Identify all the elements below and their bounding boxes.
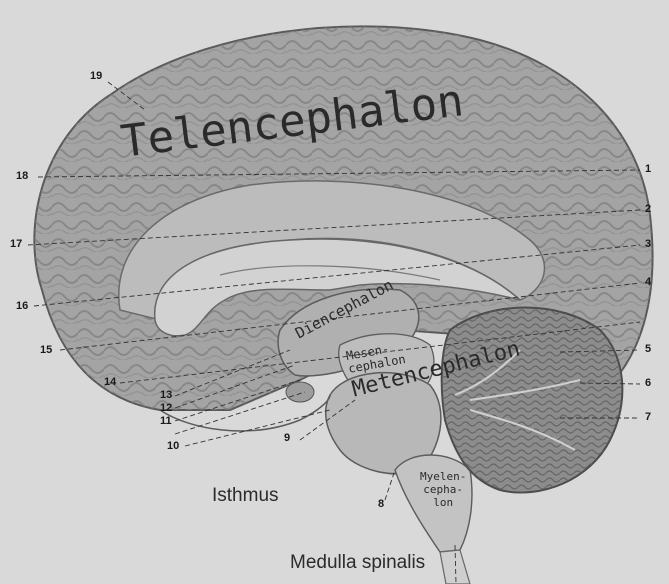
number-10: 10 — [167, 440, 179, 452]
number-13: 13 — [160, 389, 172, 401]
number-3: 3 — [645, 238, 651, 250]
label-myelencephalon: Myelen- cepha- lon — [420, 470, 466, 509]
number-16: 16 — [16, 300, 28, 312]
pituitary — [286, 382, 314, 402]
number-14: 14 — [104, 376, 116, 388]
number-1: 1 — [645, 163, 651, 175]
caption-medulla-spinalis: Medulla spinalis — [290, 552, 425, 574]
number-17: 17 — [10, 238, 22, 250]
number-7: 7 — [645, 411, 651, 423]
number-18: 18 — [16, 170, 28, 182]
number-6: 6 — [645, 377, 651, 389]
number-12: 12 — [160, 402, 172, 414]
caption-isthmus: Isthmus — [212, 485, 279, 507]
number-15: 15 — [40, 344, 52, 356]
number-19: 19 — [90, 70, 102, 82]
number-8: 8 — [378, 498, 384, 510]
number-4: 4 — [645, 276, 651, 288]
number-5: 5 — [645, 343, 651, 355]
number-2: 2 — [645, 203, 651, 215]
number-9: 9 — [284, 432, 290, 444]
number-11: 11 — [160, 415, 172, 427]
